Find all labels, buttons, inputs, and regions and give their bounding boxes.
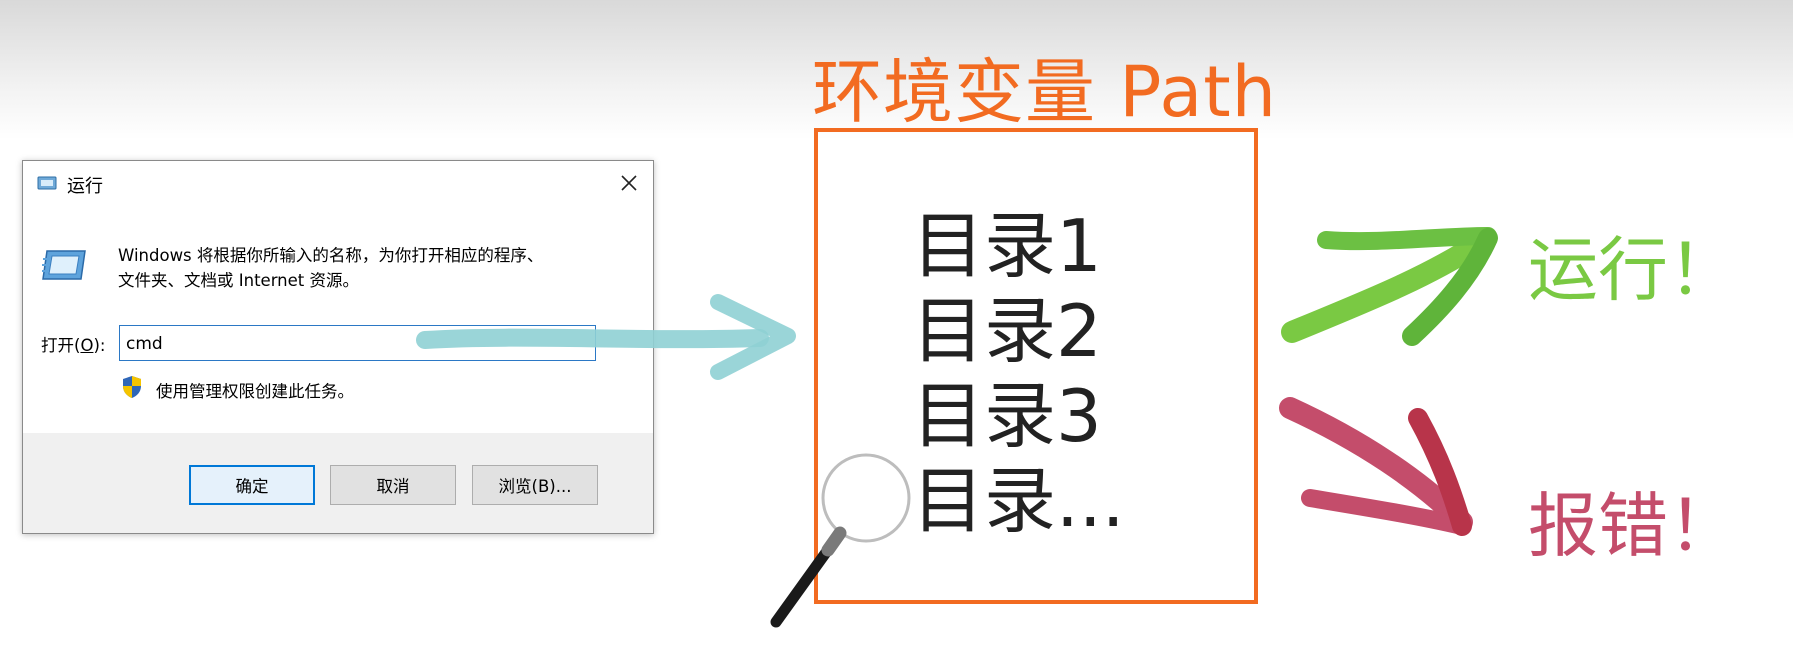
directory-item-2: 目录2 <box>912 289 1102 373</box>
description-line-1: Windows 将根据你所输入的名称，为你打开相应的程序、 <box>118 246 544 265</box>
open-label: 打开(O): <box>41 336 106 355</box>
admin-note: 使用管理权限创建此任务。 <box>156 382 354 401</box>
close-icon[interactable] <box>613 167 645 199</box>
directory-item-1: 目录1 <box>912 204 1102 288</box>
directory-item-3: 目录3 <box>912 374 1102 458</box>
green-arrow-icon <box>1281 227 1498 346</box>
dialog-title: 运行 <box>67 176 103 197</box>
titlebar: 运行 <box>23 161 653 205</box>
run-icon <box>42 250 86 280</box>
command-input[interactable] <box>119 325 596 361</box>
run-dialog: 运行 Windows 将根据你所输入的名称，为你打开相应的程序、 文件夹、文档或… <box>22 160 654 534</box>
path-title: 环境变量 Path <box>812 51 1278 133</box>
result-success: 运行！ <box>1528 229 1738 311</box>
browse-button[interactable]: 浏览(B)... <box>472 465 598 505</box>
directory-list: 目录1 目录2 目录3 目录... <box>912 204 1125 544</box>
result-error: 报错！ <box>1528 485 1738 567</box>
description-line-2: 文件夹、文档或 Internet 资源。 <box>118 271 360 290</box>
directory-item-more: 目录... <box>912 459 1125 543</box>
run-app-icon <box>37 176 57 190</box>
red-arrow-icon <box>1279 397 1473 536</box>
ok-button[interactable]: 确定 <box>189 465 315 505</box>
dialog-description: Windows 将根据你所输入的名称，为你打开相应的程序、 文件夹、文档或 In… <box>118 243 638 293</box>
admin-shield-icon <box>123 376 141 398</box>
path-box <box>814 128 1258 604</box>
dialog-footer: 确定 取消 浏览(B)... <box>23 433 653 533</box>
cancel-button[interactable]: 取消 <box>330 465 456 505</box>
